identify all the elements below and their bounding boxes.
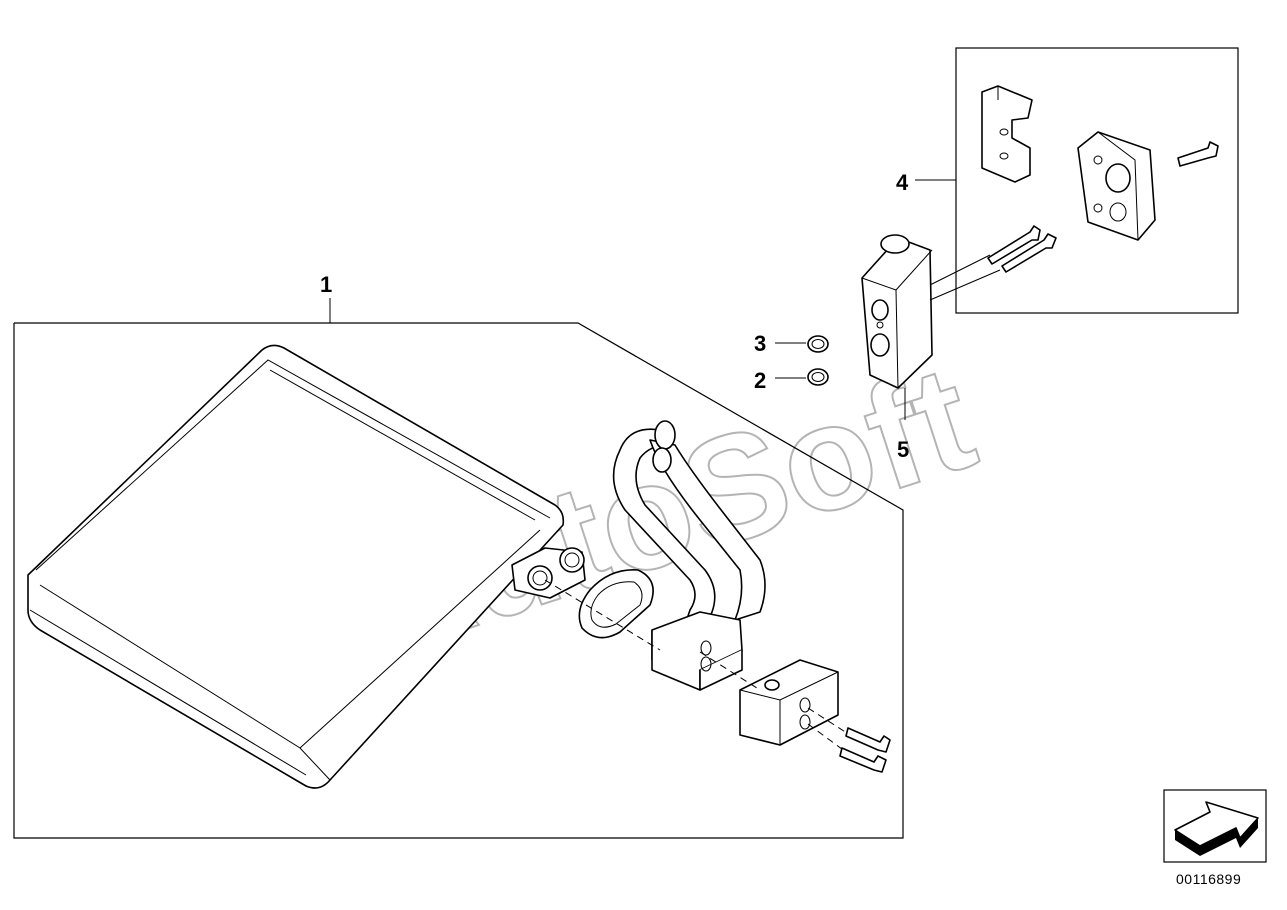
gasket-icon	[578, 569, 654, 639]
bolt-icon	[1177, 141, 1219, 167]
expansion-valve-icon	[861, 234, 933, 420]
callout-4: 4	[896, 170, 909, 195]
part-4-frame	[915, 47, 1239, 314]
pipe-assembly-icon	[612, 420, 766, 691]
callout-1: 1	[320, 272, 332, 297]
cover-plate-icon	[1077, 131, 1156, 241]
callout-3: 3	[754, 331, 766, 356]
navigation-arrow-icon[interactable]	[1163, 789, 1267, 863]
evaporator-icon	[27, 344, 565, 789]
callout-2: 2	[754, 368, 766, 393]
callout-5: 5	[897, 437, 909, 462]
bracket-icon	[981, 85, 1033, 183]
document-number: 00116899	[1176, 871, 1241, 887]
part-1-frame	[13, 298, 904, 839]
evaporator-connector-icon	[511, 547, 586, 599]
flange-block-icon	[739, 659, 839, 746]
bolt-icon	[839, 727, 891, 773]
bolt-icon	[987, 225, 1057, 273]
o-ring-icon	[775, 335, 829, 386]
alignment-lines	[544, 579, 851, 756]
